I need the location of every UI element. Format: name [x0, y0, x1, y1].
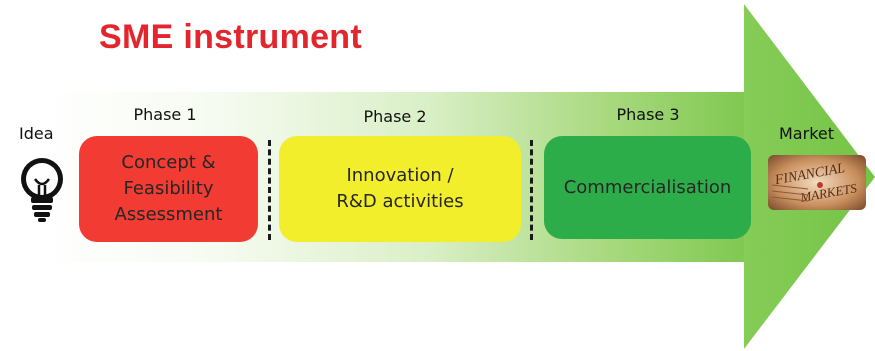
idea-label: Idea — [19, 124, 54, 143]
page-title: SME instrument — [99, 18, 363, 56]
phase-2-box: Innovation / R&D activities — [279, 136, 521, 242]
phase-2-label: Phase 2 — [363, 107, 427, 126]
phase-1-box: Concept & Feasibility Assessment — [79, 136, 258, 242]
phase-separator-2 — [530, 140, 533, 240]
phase-3-label: Phase 3 — [616, 105, 680, 124]
phase-3-box: Commercialisation — [544, 136, 751, 239]
lightbulb-icon — [21, 158, 63, 222]
market-label: Market — [779, 124, 834, 143]
phase-1-label: Phase 1 — [133, 105, 197, 124]
phase-separator-1 — [268, 140, 271, 240]
financial-newspaper-image: FINANCIAL MARKETS — [768, 155, 866, 210]
